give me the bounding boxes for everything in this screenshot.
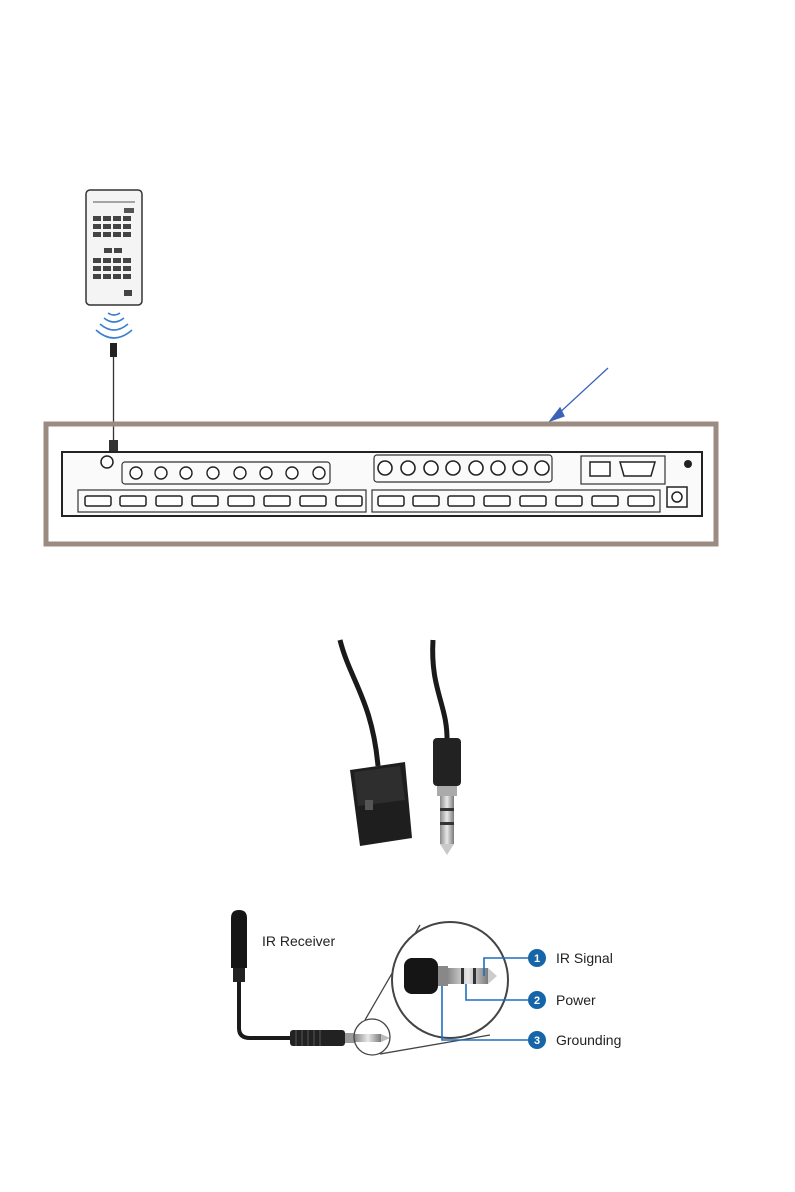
matrix-rear-panel-icon — [62, 452, 702, 516]
ir-receiver-cable-icon — [109, 343, 118, 456]
ir-receiver-pinout-diagram — [231, 910, 528, 1055]
ir-receiver-cable-photo-icon — [340, 640, 461, 855]
pin-3: 3 Grounding — [528, 1031, 621, 1049]
ir-waves-icon — [96, 313, 132, 338]
pin-1-number: 1 — [534, 953, 540, 965]
pin-2-label: Power — [556, 992, 596, 1008]
pin-1-label: IR Signal — [556, 950, 613, 966]
pin-2: 2 Power — [528, 991, 596, 1009]
remote-control-icon — [86, 190, 142, 305]
pin-1: 1 IR Signal — [528, 949, 613, 967]
pin-3-number: 3 — [534, 1035, 540, 1047]
ir-receiver-label: IR Receiver — [262, 933, 335, 949]
pointer-arrow-icon — [550, 368, 608, 421]
pin-2-number: 2 — [534, 995, 540, 1007]
pin-3-label: Grounding — [556, 1032, 621, 1048]
